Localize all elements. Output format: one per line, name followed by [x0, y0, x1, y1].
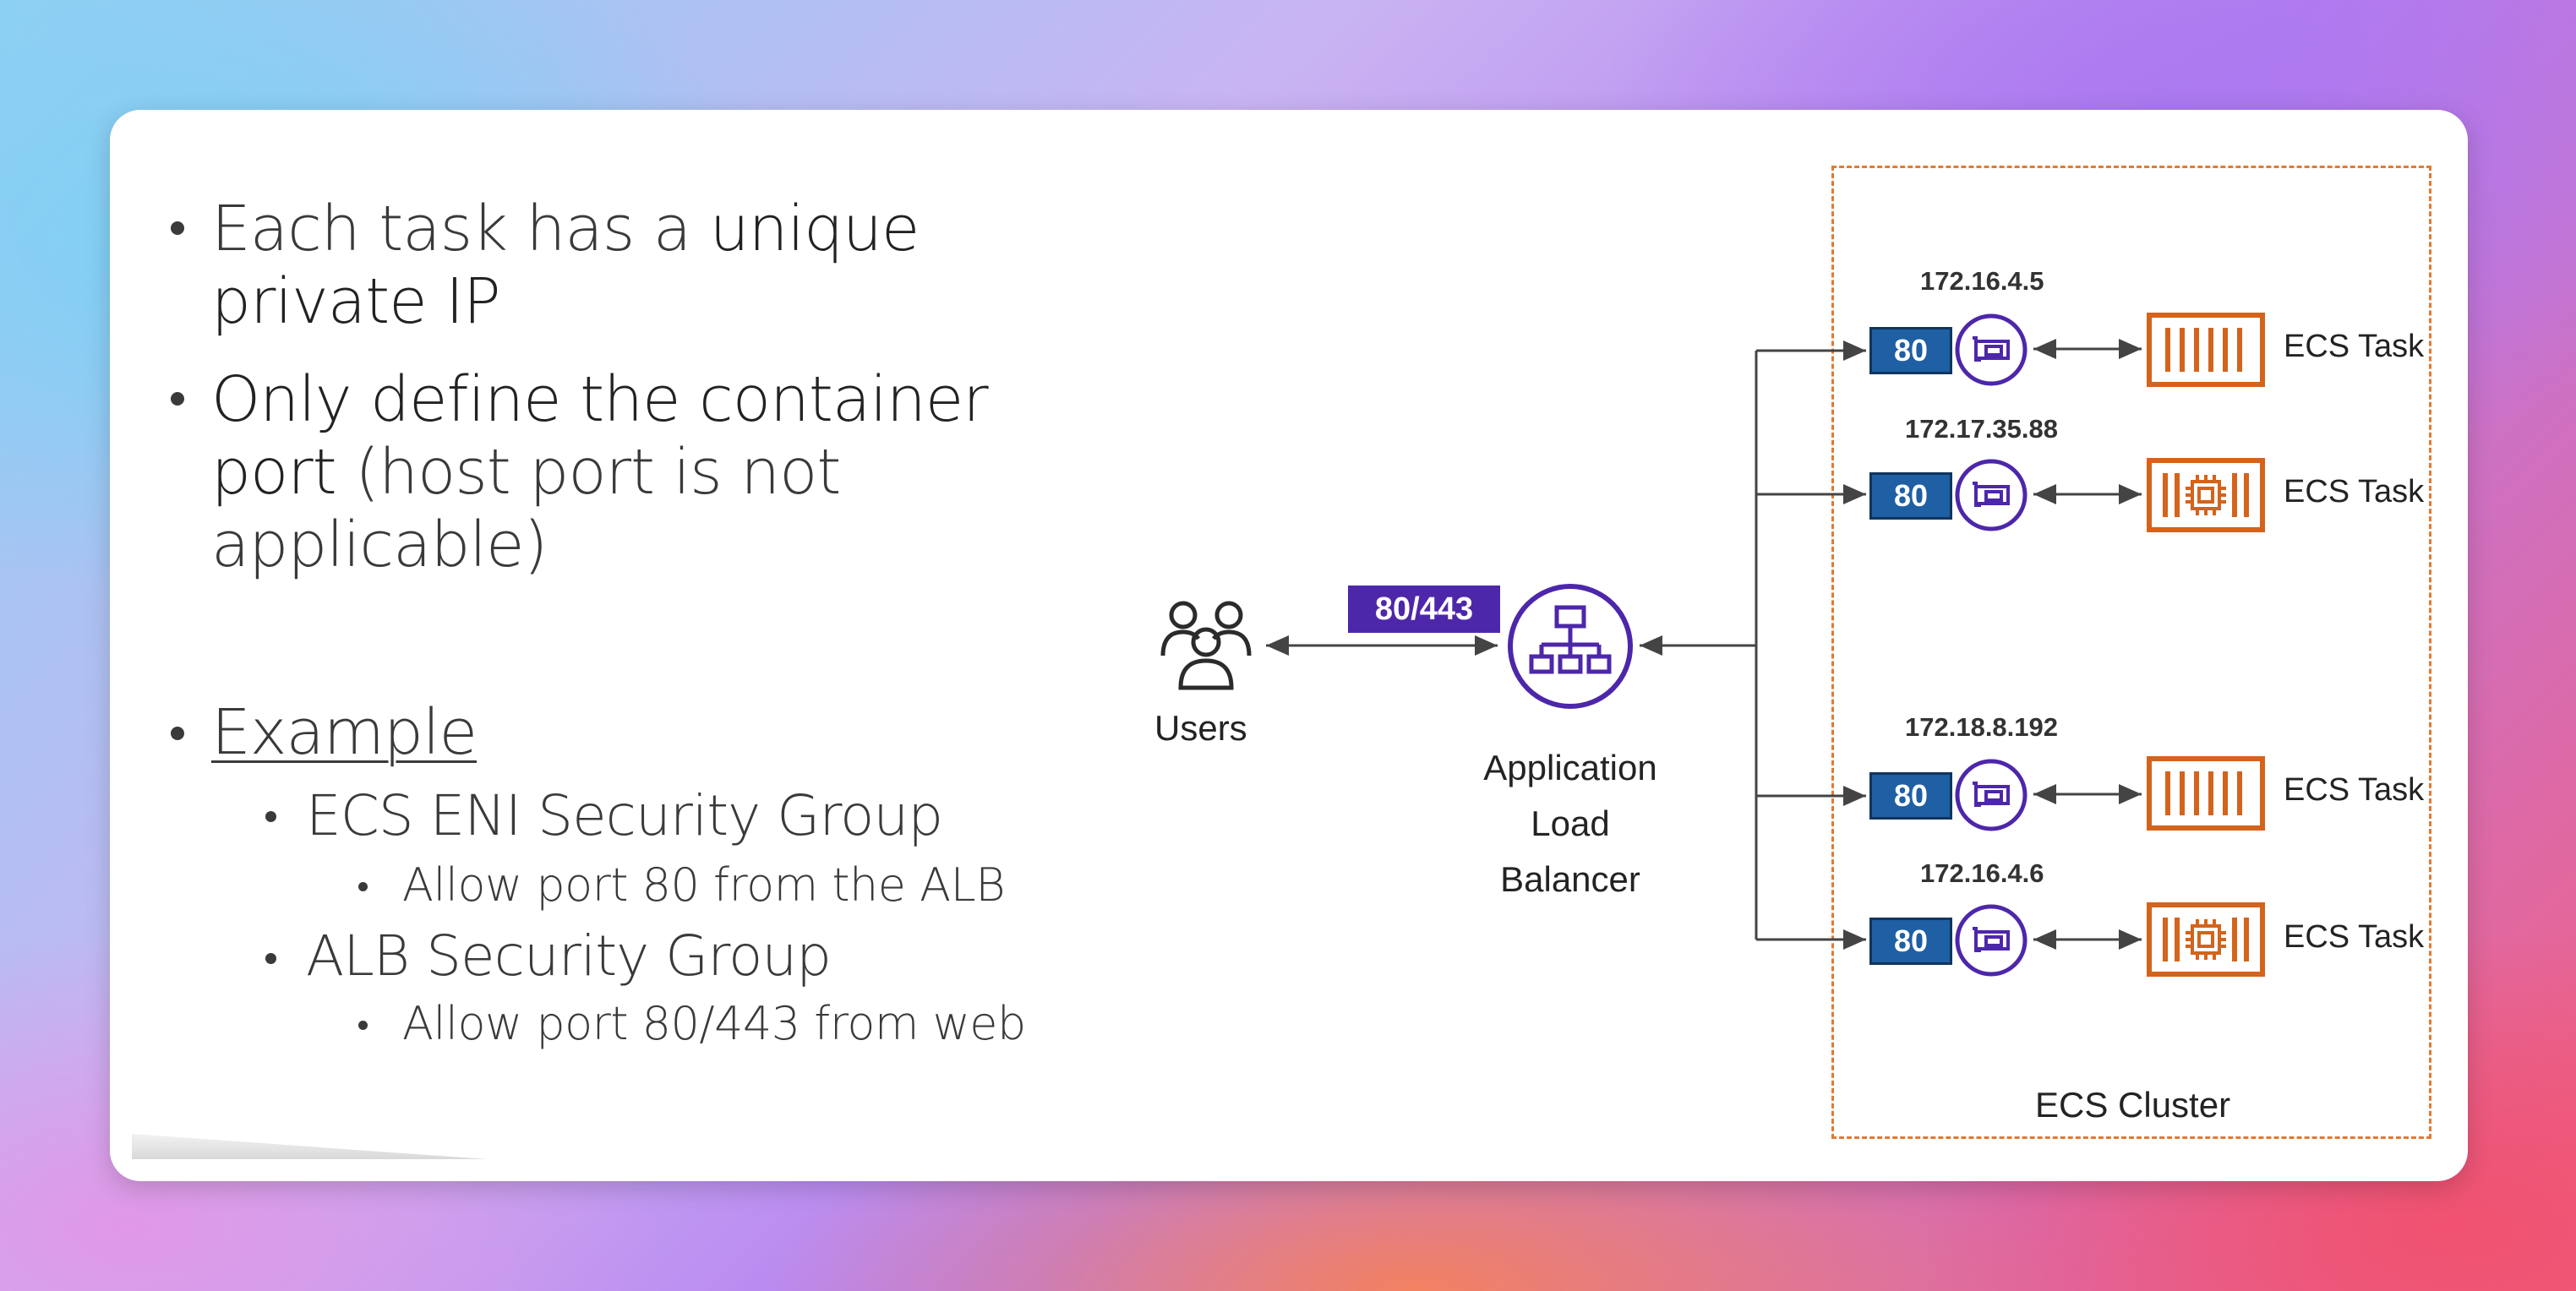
bullet-unique-ip: Each task has a unique private IP [211, 193, 920, 338]
container-port-badge: 80 [1869, 918, 1952, 965]
network-interface-icon [1955, 904, 2028, 977]
task-ip: 172.16.4.6 [1920, 858, 2044, 888]
bullet-container-port: Only define the container port (host por… [211, 363, 989, 581]
bullet-text: Each task has a [211, 193, 710, 265]
port-tag: 80/443 [1348, 586, 1500, 633]
bullet-highlight: Only define the container [211, 363, 989, 436]
bullet-eni-rule: Allow port 80 from the ALB [402, 858, 1006, 912]
ecs-task-icon [2147, 756, 2265, 831]
container-port-badge: 80 [1869, 772, 1952, 820]
users-label: Users [1154, 708, 1247, 748]
ecs-task-icon [2147, 902, 2265, 977]
alb-label-line2: Load Balancer [1500, 803, 1640, 899]
load-balancer-icon [1508, 584, 1633, 709]
bullet-highlight: port [211, 436, 337, 509]
container-port-badge: 80 [1869, 327, 1952, 374]
bullet-dot [171, 727, 184, 740]
bullet-dot [358, 882, 368, 891]
network-interface-icon [1955, 759, 2028, 831]
bullet-text: (host port is not [336, 436, 841, 509]
bullet-dot [171, 392, 184, 406]
alb-label-line1: Application [1483, 748, 1657, 787]
container-port-badge: 80 [1869, 472, 1952, 520]
ecs-task-icon [2147, 313, 2265, 387]
network-interface-icon [1955, 459, 2028, 531]
bullet-highlight: private IP [211, 265, 501, 338]
task-label: ECS Task [2284, 772, 2425, 808]
bullet-dot [171, 221, 184, 235]
bullet-example: Example [211, 696, 478, 769]
network-interface-icon [1955, 313, 2028, 386]
ecs-task-icon [2147, 458, 2265, 532]
task-ip: 172.17.35.88 [1905, 414, 2059, 444]
task-ip: 172.18.8.192 [1905, 712, 2059, 742]
ecs-cluster-boundary [1831, 166, 2431, 1139]
task-label: ECS Task [2284, 474, 2425, 509]
bullet-eni-group: ECS ENI Security Group [306, 783, 943, 848]
bullet-dot [265, 811, 276, 822]
task-label: ECS Task [2284, 329, 2425, 364]
load-balancer-label: Application Load Balancer [1460, 740, 1680, 907]
bullet-alb-group: ALB Security Group [306, 923, 832, 989]
bullet-highlight: unique [709, 193, 920, 265]
bullet-dot [265, 953, 276, 964]
bullet-dot [358, 1021, 368, 1030]
task-ip: 172.16.4.5 [1920, 266, 2044, 296]
users-icon [1160, 601, 1252, 690]
bullet-alb-rule: Allow port 80/443 from web [402, 997, 1026, 1050]
ecs-cluster-label: ECS Cluster [2035, 1085, 2231, 1125]
task-label: ECS Task [2284, 919, 2425, 955]
bullet-text: applicable) [211, 509, 548, 581]
